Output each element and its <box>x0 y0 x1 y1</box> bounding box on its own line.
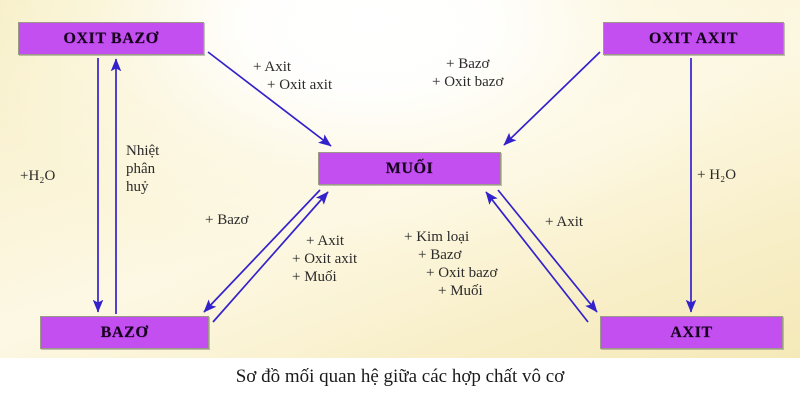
edge-label-nhiet-line2: phân <box>126 161 156 177</box>
edge-label-muoi-bazo-text: + Bazơ <box>205 212 249 228</box>
edge-label-bazo-muoi-line1: + Axit <box>306 233 345 249</box>
edge-label-axit-to-muoi: + Axit <box>545 213 583 231</box>
edge-label-h2o-left: +H₂O <box>20 167 55 185</box>
edge-label-bazo-muoi-line3: + Muối <box>292 269 337 285</box>
node-axit[interactable]: AXIT <box>600 316 783 349</box>
node-bazo[interactable]: BAZƠ <box>40 316 209 349</box>
edge-label-nhiet-line3: huỷ <box>126 179 149 195</box>
node-oxit-bazo[interactable]: OXIT BAZƠ <box>18 22 204 55</box>
edge-label-muoi-to-axit: + Kim loại + Bazơ + Oxit bazơ + Muối <box>404 228 497 300</box>
edge-label-h2o-left-text: +H₂O <box>20 168 56 184</box>
node-oxit-bazo-label: OXIT BAZƠ <box>63 29 159 47</box>
edge-label-oxitaxit-muoi-line1: + Bazơ <box>446 56 490 72</box>
node-bazo-label: BAZƠ <box>100 323 149 341</box>
edge-label-oxitbazo-muoi-line1: + Axit <box>253 59 292 75</box>
edge-label-muoi-axit-line2: + Bazơ <box>418 247 462 263</box>
edge-label-oxitbazo-muoi-line2: + Oxit axit <box>267 77 333 93</box>
edge-label-muoi-axit-line4: + Muối <box>438 283 483 299</box>
diagram-caption: Sơ đồ mối quan hệ giữa các hợp chất vô c… <box>235 366 565 387</box>
edge-label-bazo-muoi-line2: + Oxit axit <box>292 251 358 267</box>
edge-label-oxitbazo-to-muoi: + Axit + Oxit axit <box>253 58 332 94</box>
edge-label-bazo-to-muoi: + Axit + Oxit axit + Muối <box>292 232 357 286</box>
edge-label-axit-muoi-text: + Axit <box>545 214 584 230</box>
edge-label-h2o-right-text: + H₂O <box>697 167 737 183</box>
edge-label-nhiet-phan-huy: Nhiệt phân huỷ <box>126 142 159 196</box>
edge-label-nhiet-line1: Nhiệt <box>126 143 160 159</box>
edge-label-oxitaxit-muoi-line2: + Oxit bazơ <box>432 74 504 90</box>
node-oxit-axit-label: OXIT AXIT <box>648 29 739 47</box>
node-oxit-axit[interactable]: OXIT AXIT <box>603 22 784 55</box>
node-axit-label: AXIT <box>670 323 713 341</box>
edge-label-muoi-axit-line1: + Kim loại <box>404 229 470 245</box>
edge-label-oxitaxit-to-muoi: + Bazơ + Oxit bazơ <box>432 55 503 91</box>
node-muoi[interactable]: MUỐI <box>318 152 501 185</box>
edge-label-h2o-right: + H₂O <box>697 166 736 184</box>
edge-label-muoi-to-bazo: + Bazơ <box>205 211 248 229</box>
edge-label-muoi-axit-line3: + Oxit bazơ <box>426 265 498 281</box>
node-muoi-label: MUỐI <box>385 159 434 177</box>
